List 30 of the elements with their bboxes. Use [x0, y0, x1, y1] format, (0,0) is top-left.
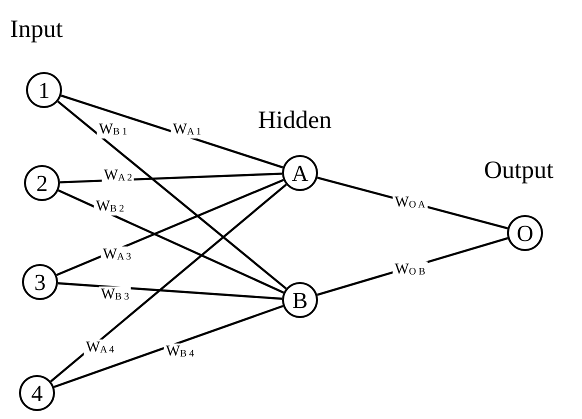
connection-line [54, 304, 284, 388]
neuron-circle [19, 375, 55, 411]
node-label: A [292, 162, 308, 184]
connection-line [58, 282, 282, 300]
neuron-circle [26, 72, 62, 108]
layer-heading: Hidden [258, 108, 332, 133]
connection-line [57, 100, 287, 290]
connection-line [56, 178, 284, 276]
neuron-circle [22, 264, 58, 300]
weight-label: W$_{O A}$ [392, 194, 428, 212]
connection-line [58, 189, 284, 294]
neuron-circle [282, 155, 318, 191]
weight-label: W$_{B 1}$ [96, 122, 130, 138]
node-label: 3 [34, 270, 46, 294]
node-label: 2 [36, 172, 48, 194]
neuron-circle [282, 282, 318, 318]
node-label: 4 [31, 382, 43, 404]
neuron-circle [24, 165, 60, 201]
node-label: B [292, 288, 308, 312]
neuron-circle [507, 215, 543, 251]
connection-line [50, 184, 287, 382]
node-label: O [516, 222, 534, 244]
layer-heading: Output [484, 158, 554, 183]
weight-label: W$_{A 4}$ [84, 340, 116, 356]
weight-label: W$_{B 2}$ [94, 198, 126, 216]
layer-heading: Input [10, 17, 63, 42]
weight-label: W$_{A 2}$ [102, 168, 134, 184]
connection-line [60, 94, 284, 168]
weight-label: W$_{A 1}$ [170, 122, 204, 138]
node-label: 1 [38, 78, 50, 102]
